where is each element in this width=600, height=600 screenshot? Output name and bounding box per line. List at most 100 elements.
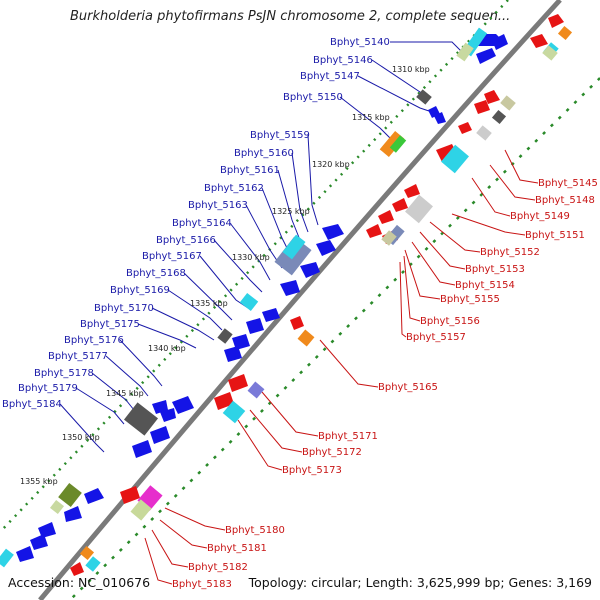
kbp-label: 1320 kbp: [312, 160, 350, 169]
gene-arrow: [300, 262, 320, 278]
gene-label: Bphyt_5163: [188, 200, 248, 211]
gene-arrow: [152, 400, 168, 414]
inner-tick-track: [69, 77, 600, 600]
gene-label: Bphyt_5182: [188, 562, 248, 573]
outer-tick-track: [0, 0, 509, 533]
gene-label: Bphyt_5157: [406, 332, 466, 343]
gene-arrow: [30, 534, 48, 550]
gene-box: [456, 42, 474, 62]
left-leader-lines: [59, 41, 463, 453]
gene-box: [239, 292, 259, 312]
gene-arrow: [322, 224, 344, 240]
gene-box: [217, 328, 233, 344]
gene-label: Bphyt_5180: [225, 525, 285, 536]
gene-label: Bphyt_5171: [318, 431, 378, 442]
gene-box: [389, 135, 407, 153]
forward-genes[interactable]: [0, 27, 508, 568]
gene-box: [405, 194, 433, 224]
kbp-label: 1325 kbp: [272, 207, 310, 216]
gene-arrow: [474, 100, 490, 114]
gene-box: [441, 144, 469, 174]
gene-arrow: [70, 562, 84, 576]
gene-arrow: [84, 488, 104, 504]
kbp-label: 1355 kbp: [20, 477, 58, 486]
gene-label: Bphyt_5159: [250, 130, 310, 141]
gene-label: Bphyt_5167: [142, 251, 202, 262]
gene-arrow: [484, 90, 500, 104]
gene-label: Bphyt_5156: [420, 316, 480, 327]
gene-arrow: [290, 316, 304, 330]
kbp-label: 1315 kbp: [352, 113, 390, 122]
gene-arrow: [492, 34, 508, 50]
gene-arrow: [172, 396, 194, 414]
gene-label: Bphyt_5173: [282, 465, 342, 476]
gene-box: [58, 482, 82, 508]
gene-label: Bphyt_5162: [204, 183, 264, 194]
gene-label: Bphyt_5184: [2, 399, 62, 410]
gene-label: Bphyt_5165: [378, 382, 438, 393]
gene-arrow: [404, 184, 420, 198]
gene-box: [282, 234, 306, 260]
gene-arrow: [316, 240, 336, 256]
kbp-label: 1340 kbp: [148, 344, 186, 353]
gene-arrow: [150, 426, 170, 444]
gene-box: [491, 109, 507, 125]
gene-box: [123, 402, 159, 436]
gene-box: [222, 400, 246, 424]
gene-label: Bphyt_5146: [313, 55, 373, 66]
gene-box: [416, 89, 432, 105]
kbp-label: 1335 kbp: [190, 299, 228, 308]
gene-arrow: [280, 280, 300, 296]
gene-box: [49, 499, 65, 515]
gene-arrow: [160, 408, 176, 422]
gene-label: Bphyt_5177: [48, 351, 108, 362]
summary-text: Topology: circular; Length: 3,625,999 bp…: [248, 575, 592, 590]
gene-label: Bphyt_5172: [302, 447, 362, 458]
gene-arrow: [476, 48, 496, 64]
gene-label: Bphyt_5170: [94, 303, 154, 314]
gene-label: Bphyt_5147: [300, 71, 360, 82]
gene-label: Bphyt_5155: [440, 294, 500, 305]
gene-box: [247, 381, 265, 399]
gene-box: [476, 125, 492, 141]
gene-label: Bphyt_5175: [80, 319, 140, 330]
gene-label: Bphyt_5168: [126, 268, 186, 279]
left-gene-labels[interactable]: Bphyt_5140 Bphyt_5146 Bphyt_5147 Bphyt_5…: [2, 37, 390, 410]
gene-arrow: [64, 506, 82, 522]
gene-arrow: [224, 346, 242, 362]
gene-arrow: [378, 210, 394, 224]
gene-label: Bphyt_5149: [510, 211, 570, 222]
gene-box: [0, 548, 14, 568]
gene-label: Bphyt_5179: [18, 383, 78, 394]
gene-label: Bphyt_5181: [207, 543, 267, 554]
gene-label: Bphyt_5166: [156, 235, 216, 246]
gene-label: Bphyt_5148: [535, 195, 595, 206]
gene-arrow: [120, 486, 140, 504]
gene-arrow: [16, 546, 34, 562]
gene-box: [379, 130, 405, 158]
gene-label: Bphyt_5160: [234, 148, 294, 159]
gene-arrow: [246, 318, 264, 334]
gene-arrow: [434, 112, 446, 124]
kbp-label: 1345 kbp: [106, 389, 144, 398]
gene-box: [500, 95, 516, 111]
gene-label: Bphyt_5145: [538, 178, 598, 189]
gene-label: Bphyt_5183: [172, 579, 232, 590]
gene-label: Bphyt_5151: [525, 230, 585, 241]
gene-arrow: [228, 374, 248, 392]
gene-box: [557, 25, 573, 41]
reverse-genes[interactable]: [70, 14, 573, 576]
gene-label: Bphyt_5161: [220, 165, 280, 176]
gene-box: [79, 545, 95, 561]
gene-arrow: [530, 34, 548, 48]
right-leader-lines: [144, 149, 539, 585]
gene-arrow: [38, 522, 56, 538]
gene-arrow: [548, 14, 564, 28]
gene-box: [297, 329, 315, 347]
gene-label: Bphyt_5140: [330, 37, 390, 48]
gene-arrow: [214, 392, 234, 410]
right-gene-labels[interactable]: Bphyt_5145 Bphyt_5148 Bphyt_5149 Bphyt_5…: [172, 178, 598, 590]
gene-label: Bphyt_5176: [64, 335, 124, 346]
gene-label: Bphyt_5169: [110, 285, 170, 296]
